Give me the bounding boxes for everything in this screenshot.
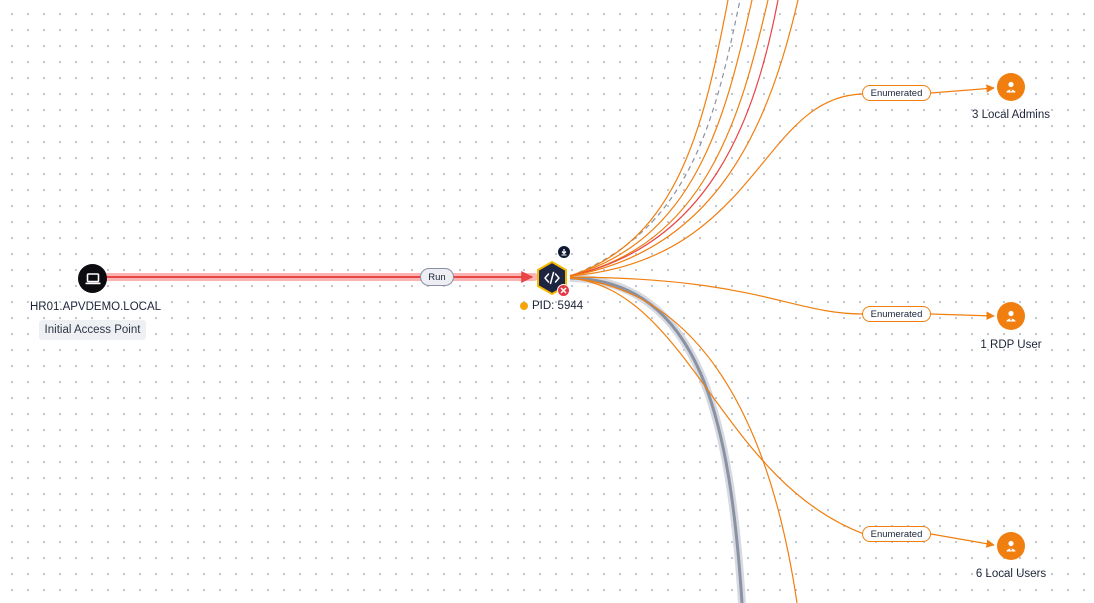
host-node[interactable]: [78, 264, 107, 293]
edge-down-2: [569, 277, 798, 603]
edge-to-rdp-user: [569, 276, 865, 315]
edge-up-3: [569, 0, 769, 277]
group-node-rdp-user[interactable]: [997, 302, 1025, 330]
code-icon: [544, 271, 560, 285]
laptop-icon: [85, 272, 100, 284]
edge-to-rdp-user-tail: [930, 311, 995, 320]
enumerated-label-admins[interactable]: Enumerated: [862, 85, 931, 101]
group-label-rdp-user: 1 RDP User: [980, 339, 1042, 351]
process-down-edge: [569, 276, 744, 603]
process-pid: PID: 5944: [520, 300, 583, 312]
group-node-local-admins[interactable]: [997, 73, 1025, 101]
edge-to-local-admins: [569, 93, 865, 277]
error-badge[interactable]: [557, 284, 570, 297]
pid-text: PID: 5944: [532, 300, 584, 312]
enumerated-label-rdp[interactable]: Enumerated: [862, 306, 931, 322]
host-name: HR01.APVDEMO.LOCAL: [30, 301, 162, 313]
edge-up-1: [569, 0, 729, 277]
download-badge[interactable]: [558, 246, 570, 258]
status-dot: [520, 302, 528, 310]
enumerated-label-users[interactable]: Enumerated: [862, 526, 931, 542]
process-down-edge-halo: [569, 274, 746, 603]
users-icon: [1006, 310, 1016, 322]
edge-up-2: [569, 0, 753, 277]
group-node-local-users[interactable]: [997, 532, 1025, 560]
edge-up-red: [569, 0, 779, 277]
download-icon: [561, 249, 567, 256]
host-tag: Initial Access Point: [39, 320, 146, 340]
run-edge-label[interactable]: Run: [420, 268, 454, 286]
error-x-icon: [560, 287, 567, 294]
users-icon: [1006, 540, 1016, 552]
group-label-local-users: 6 Local Users: [975, 568, 1047, 580]
edge-to-local-users-tail: [930, 533, 995, 548]
edge-up-4: [569, 0, 799, 277]
group-label-local-admins: 3 Local Admins: [972, 109, 1050, 121]
edge-down-1: [569, 277, 865, 535]
dashed-edge-up: [569, 0, 741, 277]
users-icon: [1006, 81, 1016, 93]
edge-to-local-admins-tail: [930, 84, 995, 94]
